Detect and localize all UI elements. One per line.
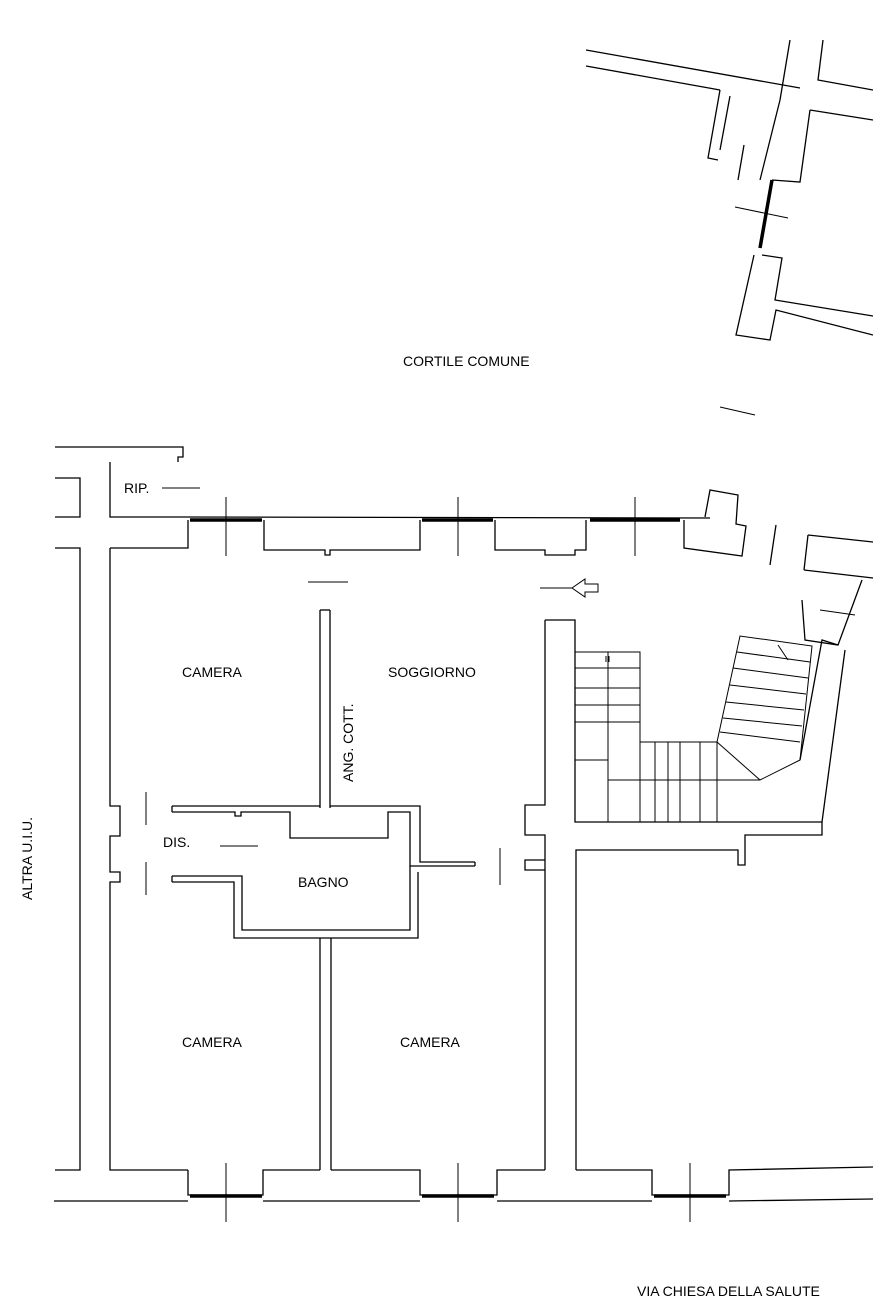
label-courtyard: CORTILE COMUNE <box>403 353 530 369</box>
label-hall: DIS. <box>163 834 190 850</box>
label-neighbor-unit: ALTRA U.I.U. <box>19 817 35 900</box>
label-living-room: SOGGIORNO <box>388 664 476 680</box>
label-bedroom-bottom-left: CAMERA <box>182 1034 243 1050</box>
interior-walls <box>145 578 823 1170</box>
staircase <box>575 635 846 823</box>
exterior-walls <box>54 548 873 1222</box>
label-storage: RIP. <box>124 480 149 496</box>
label-bathroom: BAGNO <box>298 874 349 890</box>
courtyard-facade <box>110 487 873 646</box>
label-bedroom-bottom-right: CAMERA <box>400 1034 461 1050</box>
label-bedroom-top: CAMERA <box>182 664 243 680</box>
neighbor-building-left <box>55 446 184 1171</box>
neighbor-building-top-right <box>585 39 873 416</box>
label-kitchenette: ANG. COTT. <box>340 703 356 782</box>
label-street: VIA CHIESA DELLA SALUTE <box>637 1283 820 1299</box>
